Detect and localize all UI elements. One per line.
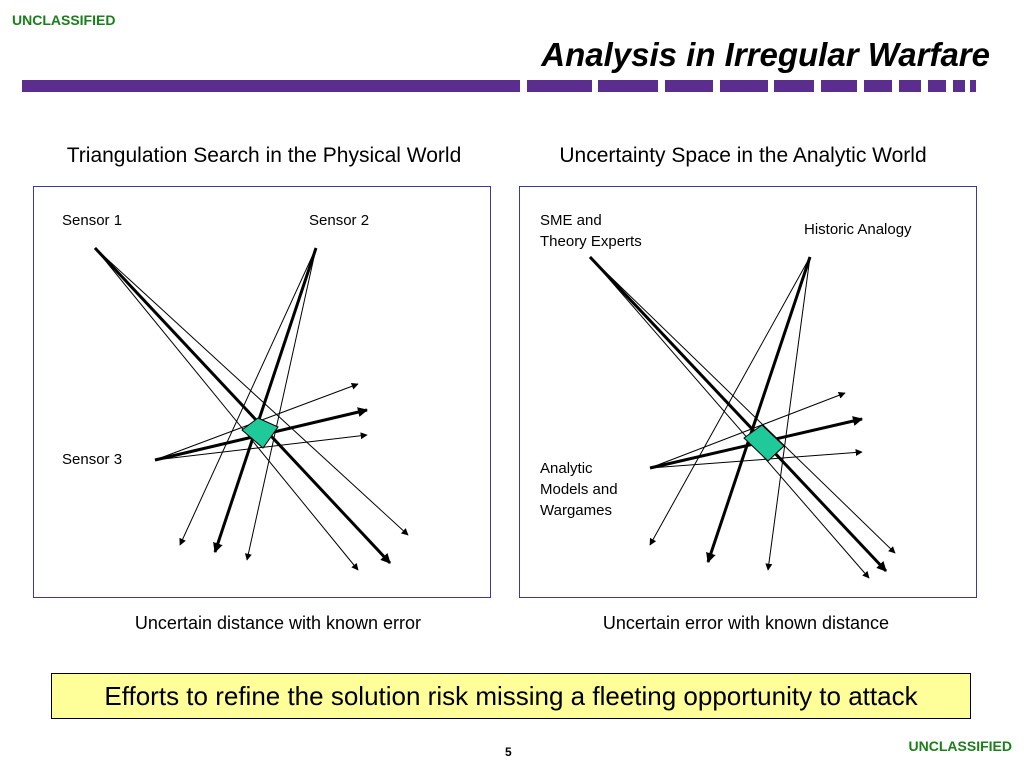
page-number: 5 (505, 745, 512, 759)
historic-analogy-label: Historic Analogy (804, 221, 912, 238)
left-panel-heading: Triangulation Search in the Physical Wor… (66, 144, 462, 167)
slide-title: Analysis in Irregular Warfare (541, 36, 990, 73)
conclusion-text: Efforts to refine the solution risk miss… (104, 680, 918, 711)
conclusion-banner: Efforts to refine the solution risk miss… (51, 673, 971, 719)
left-panel-caption: Uncertain distance with known error (134, 613, 422, 633)
title-underline-bar (22, 80, 976, 92)
right-panel-heading: Uncertainty Space in the Analytic World (559, 144, 927, 167)
right-source1-rays (588, 255, 896, 579)
sme-experts-label: SME and Theory Experts (540, 210, 642, 252)
right-source2-rays (649, 256, 812, 571)
classification-top: UNCLASSIFIED (12, 12, 116, 28)
analytic-models-label: Analytic Models and Wargames (540, 458, 618, 521)
analytic-models-line1: Analytic (540, 460, 593, 477)
sme-experts-line1: SME and (540, 212, 602, 229)
left-uncertainty-region (241, 417, 279, 449)
sensor2-label: Sensor 2 (309, 212, 370, 229)
sensor1-label: Sensor 1 (62, 212, 123, 229)
left-sensor2-rays (179, 247, 318, 561)
right-uncertainty-region (743, 424, 785, 462)
sme-experts-line2: Theory Experts (540, 233, 642, 250)
sensor3-label: Sensor 3 (62, 451, 123, 468)
left-panel-frame (33, 186, 491, 598)
analytic-models-line2: Models and (540, 481, 618, 498)
left-sensor1-rays (93, 246, 409, 571)
right-panel-frame (519, 186, 977, 598)
right-panel-caption: Uncertain error with known distance (602, 613, 890, 633)
classification-bottom: UNCLASSIFIED (908, 738, 1012, 754)
analytic-models-line3: Wargames (540, 502, 612, 519)
